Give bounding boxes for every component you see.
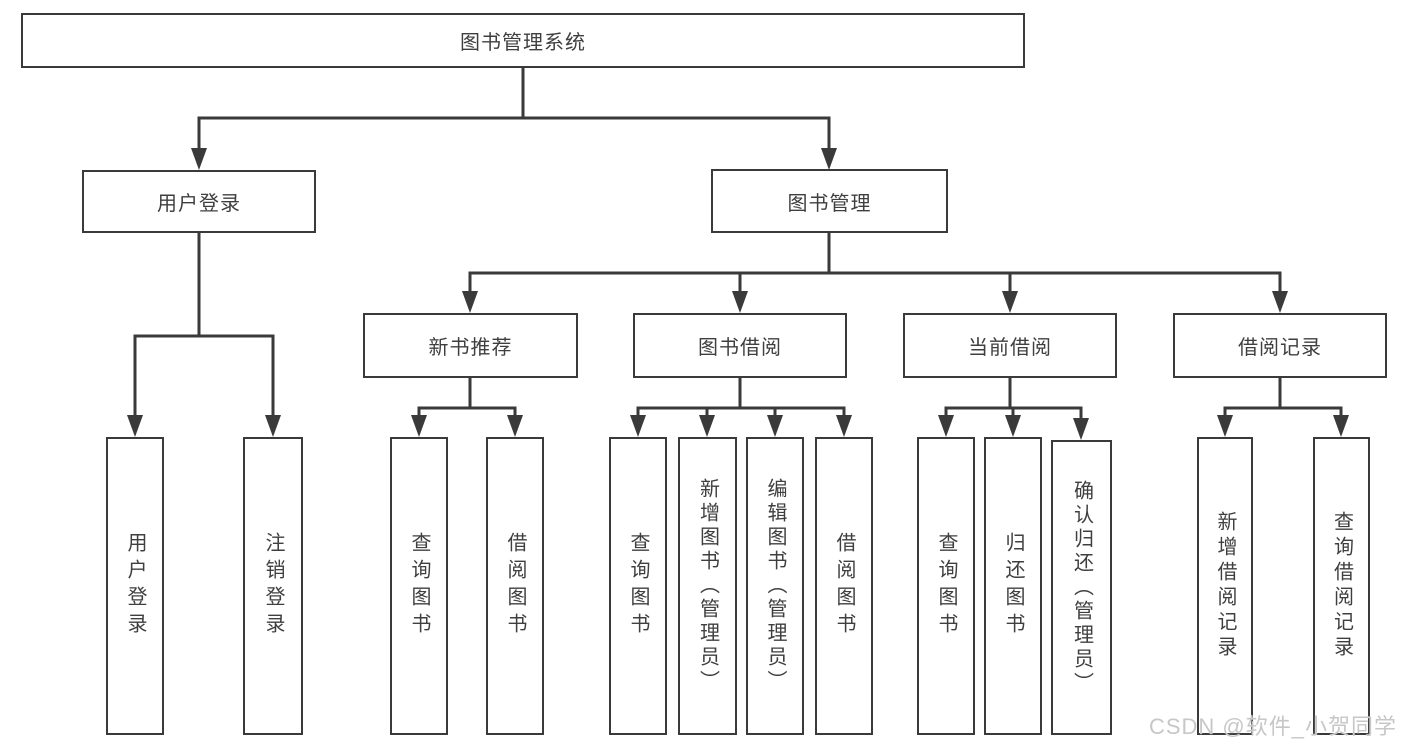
node-current-borrowing: 当前借阅 <box>903 313 1117 378</box>
leaf-add-books-admin: 新增图书（管理员） <box>678 437 737 735</box>
node-book-borrowing: 图书借阅 <box>633 313 847 378</box>
leaf-borrow-books: 借阅图书 <box>815 437 873 735</box>
leaf-query-books-borrow: 查询图书 <box>609 437 667 735</box>
node-label: 图书借阅 <box>698 337 782 359</box>
leaf-query-books-current: 查询图书 <box>917 437 975 735</box>
leaf-user-login: 用户登录 <box>106 437 164 735</box>
node-label: 借阅记录 <box>1238 337 1322 359</box>
leaf-logout: 注销登录 <box>243 437 303 735</box>
node-label: 编辑图书（管理员） <box>764 478 786 694</box>
node-label: 借阅图书 <box>833 532 855 640</box>
leaf-query-books-recommend: 查询图书 <box>390 437 448 735</box>
node-label: 查询图书 <box>408 532 430 640</box>
node-library-management-system: 图书管理系统 <box>21 13 1025 68</box>
node-book-management: 图书管理 <box>711 169 948 233</box>
node-label: 图书管理系统 <box>460 32 586 54</box>
csdn-watermark: CSDN @软件_小贺同学 <box>1148 714 1397 739</box>
node-label: 新书推荐 <box>428 337 513 359</box>
node-label: 借阅图书 <box>504 532 526 640</box>
node-label: 注销登录 <box>262 532 284 640</box>
node-label: 查询借阅记录 <box>1330 511 1353 661</box>
node-user-login: 用户登录 <box>82 170 316 233</box>
node-label: 新增借阅记录 <box>1214 511 1236 661</box>
node-label: 查询图书 <box>627 532 649 640</box>
leaf-add-borrow-record: 新增借阅记录 <box>1197 437 1253 735</box>
node-label: 新增图书（管理员） <box>696 478 719 694</box>
leaf-borrow-books-recommend: 借阅图书 <box>486 437 544 735</box>
node-new-book-recommendation: 新书推荐 <box>363 313 578 378</box>
leaf-edit-books-admin: 编辑图书（管理员） <box>746 437 804 735</box>
node-label: 确认归还（管理员） <box>1070 479 1093 696</box>
node-label: 当前借阅 <box>968 337 1052 359</box>
node-label: 查询图书 <box>935 532 957 640</box>
leaf-return-books: 归还图书 <box>984 437 1042 735</box>
leaf-confirm-return-admin: 确认归还（管理员） <box>1051 440 1112 735</box>
node-label: 用户登录 <box>157 193 241 215</box>
node-label: 用户登录 <box>124 532 146 640</box>
node-label: 归还图书 <box>1002 532 1024 640</box>
leaf-query-borrow-record: 查询借阅记录 <box>1313 437 1370 735</box>
node-label: 图书管理 <box>787 192 872 215</box>
node-borrowing-records: 借阅记录 <box>1173 313 1387 378</box>
